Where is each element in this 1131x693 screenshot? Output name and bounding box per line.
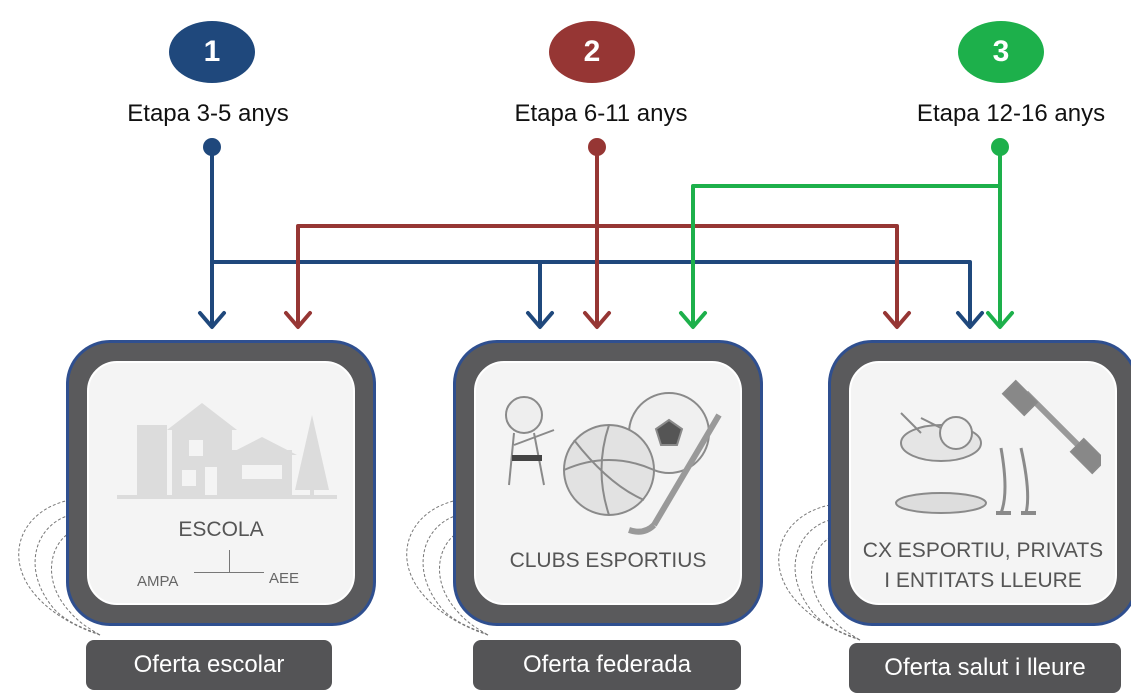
escola-connector-line [194,572,264,573]
card-clubs-title: CLUBS ESPORTIUS [509,549,707,572]
card-clubs: CLUBS ESPORTIUS [453,340,763,626]
dashed-arcs [18,499,861,641]
stage-3-badge: 3 [958,21,1044,83]
stage-2-label: Etapa 6-11 anys [514,100,688,127]
card-cx-title-2: I ENTITATS LLEURE [884,569,1082,592]
card-escola-inner: ESCOLA AMPA AEE [87,361,355,605]
house-icon [117,403,337,499]
gym-leisure-icon [895,379,1101,515]
stage-3-label: Etapa 12-16 anys [916,100,1106,127]
stage-2-badge: 2 [549,21,635,83]
stage-1-badge: 1 [169,21,255,83]
card-cx-title-1: CX ESPORTIU, PRIVATS [862,539,1104,562]
connector-stage-1 [198,138,984,329]
connector-stage-2 [284,138,911,329]
tag-oferta-federada: Oferta federada [473,640,741,690]
card-cx-inner: CX ESPORTIU, PRIVATS I ENTITATS LLEURE [849,361,1117,605]
aee-label: AEE [269,570,300,587]
card-escola: ESCOLA AMPA AEE [66,340,376,626]
ampa-label: AMPA [137,573,179,590]
stage-1-label: Etapa 3-5 anys [127,100,289,127]
tag-oferta-escolar: Oferta escolar [86,640,332,690]
connector-stage-3 [679,138,1014,329]
card-cx: CX ESPORTIU, PRIVATS I ENTITATS LLEURE [828,340,1131,626]
escola-connector-stem [229,550,230,572]
tag-oferta-salut: Oferta salut i lleure [849,643,1121,693]
sports-balls-icon [505,392,722,535]
card-escola-title: ESCOLA [178,518,264,541]
card-clubs-inner: CLUBS ESPORTIUS [474,361,742,605]
